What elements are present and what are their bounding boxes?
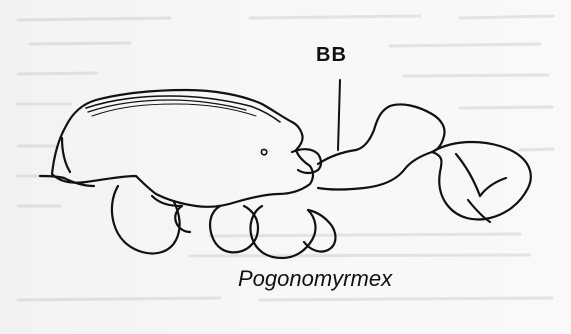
ant-leg-3 <box>250 206 315 258</box>
bb-leader-line <box>338 80 340 150</box>
ant-mesosoma <box>52 90 313 207</box>
ant-petiole-node <box>318 104 445 189</box>
diagram-caption: Pogonomyrmex <box>238 266 392 292</box>
ant-gaster <box>432 142 531 220</box>
ant-leg-5 <box>175 206 190 232</box>
ant-leg-1 <box>112 186 180 254</box>
ant-leg-6 <box>152 196 182 206</box>
ant-spiracle <box>261 149 266 154</box>
diagram-label-bb: BB <box>316 44 347 67</box>
